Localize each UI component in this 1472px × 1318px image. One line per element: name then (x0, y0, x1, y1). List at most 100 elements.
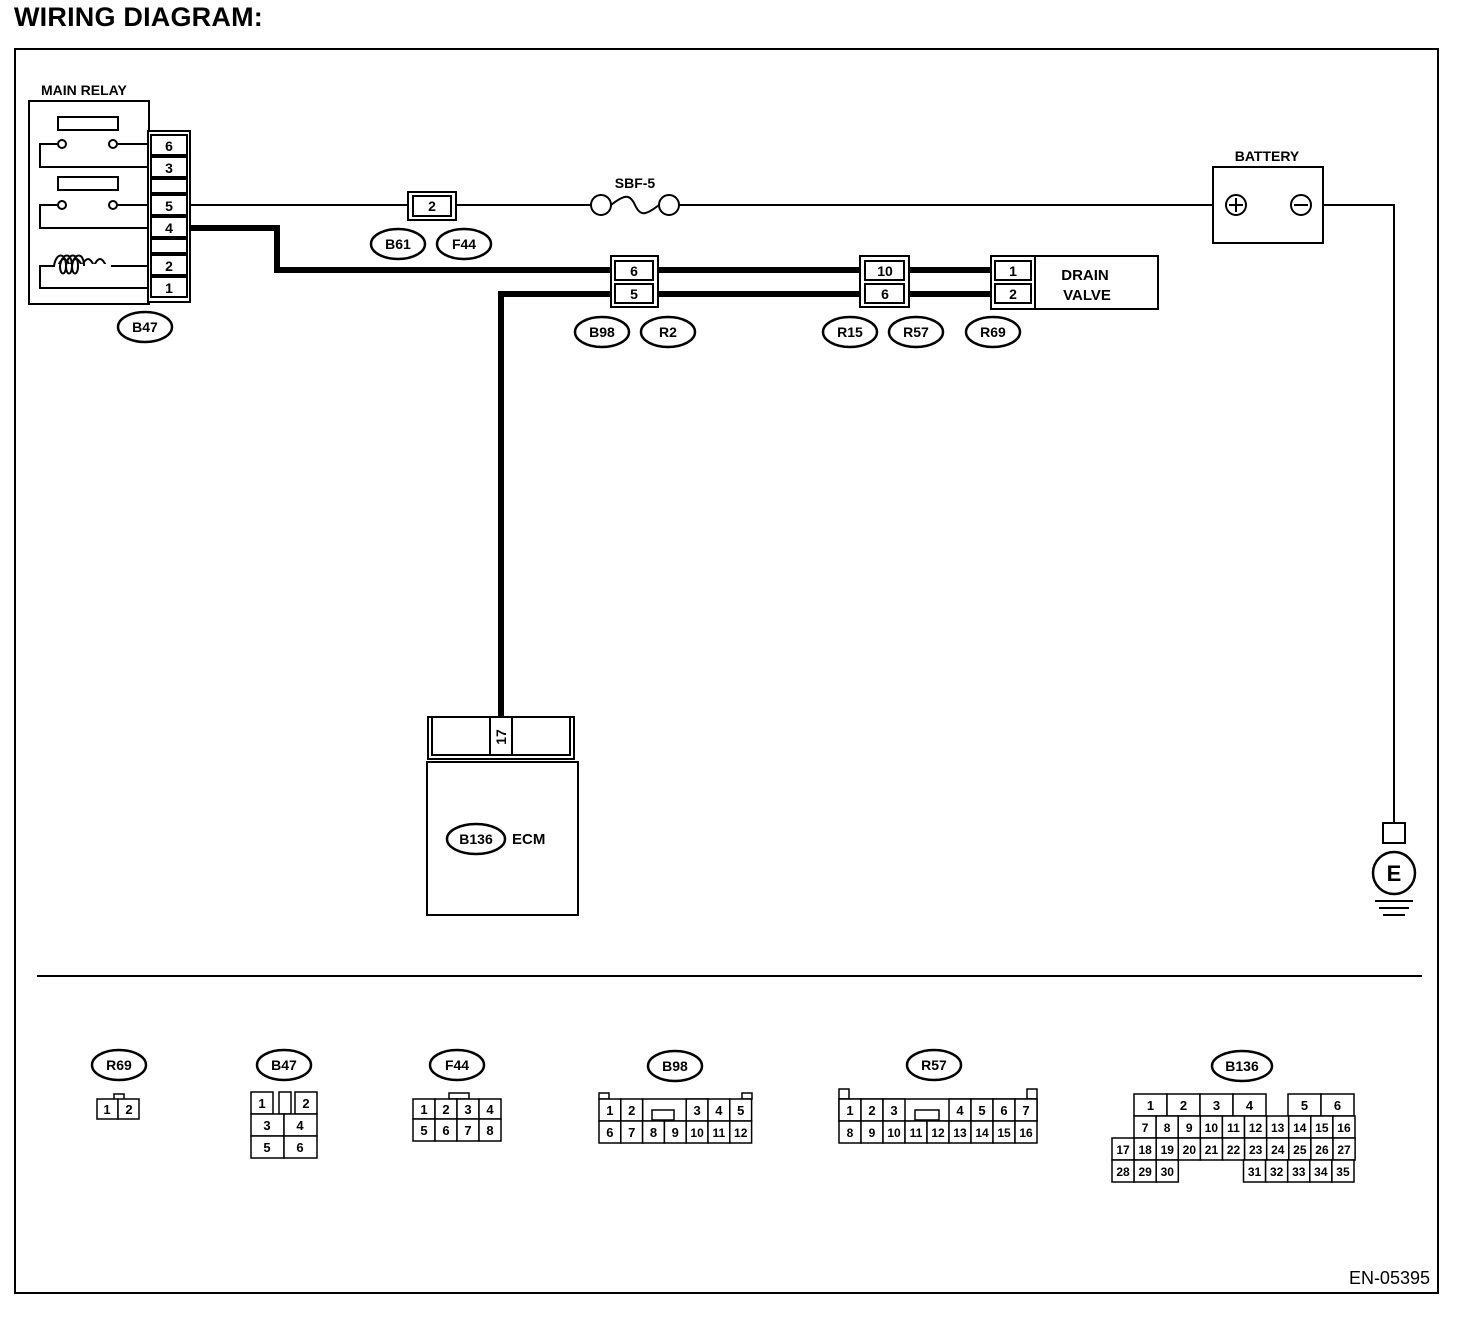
wire-battery-to-ground (1312, 204, 1395, 823)
connector-view-pin: 12 (931, 1126, 945, 1140)
connector-view-r69: R69 1 2 (90, 1048, 148, 1120)
wire-ecm-to-b98 (498, 291, 613, 718)
relay-pin-label: 5 (165, 198, 173, 214)
connector-view-pin: 11 (1227, 1121, 1240, 1135)
relay-pin-box-empty-1 (150, 178, 188, 194)
connector-view-pin: 5 (420, 1123, 427, 1138)
connector-view-pin: 31 (1248, 1165, 1262, 1179)
connector-code-label: F44 (445, 1057, 469, 1073)
r57-latch (1026, 1088, 1038, 1100)
b98-pin-box-5 (614, 283, 654, 304)
connector-pin-cell (1014, 1120, 1038, 1144)
connector-view-pin: 2 (868, 1103, 875, 1118)
connector-pin-cell (1331, 1159, 1355, 1183)
connector-view-pin: 1 (1147, 1098, 1154, 1113)
connector-code-badge (90, 1048, 148, 1082)
connector-view-pin: 22 (1227, 1143, 1241, 1157)
fuse-element-icon (610, 195, 660, 215)
connector-code-badge (369, 227, 427, 261)
connector-code-label: R57 (903, 324, 929, 340)
ground-icon (1371, 850, 1417, 896)
connector-view-pin: 1 (420, 1102, 427, 1117)
connector-code-label: R69 (980, 324, 1006, 340)
valve-pin-label: 1 (1009, 263, 1017, 279)
connector-view-pin: 6 (1334, 1098, 1341, 1113)
connector-view-pin: 8 (1164, 1121, 1171, 1135)
document-id: EN-05395 (1348, 1268, 1430, 1288)
ecm-label: ECM (512, 831, 545, 848)
connector-view-pin: 2 (442, 1102, 449, 1117)
connector-view-pin: 29 (1138, 1165, 1152, 1179)
connector-code-label: B136 (459, 831, 493, 847)
ground: E (1371, 822, 1417, 916)
connector-view-pin: 11 (713, 1126, 726, 1140)
connector-code-label: B98 (589, 324, 615, 340)
drain-valve-label-line1: DRAIN (1061, 267, 1109, 284)
relay-switch-wire-2 (39, 204, 148, 229)
drain-valve: 1 2 DRAIN VALVE R69 (964, 255, 1159, 349)
connector-code-badge (887, 315, 945, 349)
f44-grid (412, 1098, 502, 1142)
ecm-pin-box-17 (489, 716, 513, 756)
connector-view-pin: 1 (846, 1103, 853, 1118)
connector-view-pin: 10 (887, 1126, 901, 1140)
connector-code-badge (905, 1048, 963, 1082)
connector-view-pin: 16 (1337, 1121, 1351, 1135)
connector-code-badge (964, 315, 1022, 349)
relay-pin-label: 6 (165, 138, 173, 154)
connector-code-label: R69 (106, 1057, 132, 1073)
main-relay-label: MAIN RELAY (41, 82, 127, 98)
connector-code-label: B136 (1225, 1058, 1259, 1074)
connector-view-pin: 4 (1246, 1098, 1254, 1113)
main-relay: MAIN RELAY 6 3 5 4 2 1 B47 (28, 82, 191, 344)
valve-pin-box-1 (994, 260, 1032, 281)
relay-contact-2b (108, 200, 118, 210)
relay-pin-box-4 (150, 216, 188, 238)
relay-contact-2a (57, 200, 67, 210)
connector-code-label: B47 (271, 1057, 297, 1073)
connector-view-pin: 3 (464, 1102, 471, 1117)
r57-key (914, 1109, 940, 1121)
connector-view-pin: 4 (486, 1102, 494, 1117)
connector-view-pin: 8 (650, 1125, 657, 1140)
connector-pin-cell (729, 1120, 753, 1144)
connector-view-pin: 9 (1186, 1121, 1193, 1135)
ground-label: E (1387, 861, 1402, 886)
connector-view-pin: 5 (978, 1103, 985, 1118)
connector-code-badge (646, 1049, 704, 1083)
relay-pin-label: 1 (165, 280, 173, 296)
connector-view-pin: 7 (1022, 1103, 1029, 1118)
connector-view-pin: 3 (1213, 1098, 1220, 1113)
r69-cell (117, 1098, 140, 1120)
ecm-pin-label: 17 (493, 729, 509, 745)
connector-view-pin: 12 (734, 1126, 748, 1140)
battery: BATTERY (1212, 148, 1324, 244)
connector-view-pin: 5 (737, 1103, 744, 1118)
connector-view-pin: 6 (442, 1123, 449, 1138)
connector-view-pin: 16 (1019, 1126, 1033, 1140)
ecm: 17 B136 ECM (426, 716, 579, 916)
connector-view-pin: 5 (263, 1140, 270, 1155)
main-relay-body (28, 100, 150, 305)
b47-cell (283, 1135, 318, 1159)
b98-pin-label: 6 (630, 263, 638, 279)
connector-view-pin: 15 (1315, 1121, 1329, 1135)
connector-code-badge (821, 315, 879, 349)
connector-view-pin: 8 (847, 1126, 854, 1140)
connector-view-pin: 1 (103, 1102, 110, 1117)
connector-view-pin: 4 (956, 1103, 964, 1118)
connector-view-pin: 2 (628, 1103, 635, 1118)
connector-view-pin: 23 (1249, 1143, 1263, 1157)
connector-view-pin: 6 (606, 1125, 613, 1140)
connector-view-pin: 18 (1138, 1143, 1152, 1157)
connector-view-pin: 14 (975, 1126, 989, 1140)
connector-view-pin: 17 (1116, 1143, 1130, 1157)
connector-view-pin: 6 (296, 1140, 303, 1155)
relay-pin-label: 2 (165, 258, 173, 274)
b98-latch (598, 1092, 610, 1100)
ground-terminal (1382, 822, 1406, 844)
page-title: WIRING DIAGRAM: (14, 2, 263, 32)
connector-code-badge (428, 1048, 486, 1082)
valve-pin-label: 2 (1009, 286, 1017, 302)
